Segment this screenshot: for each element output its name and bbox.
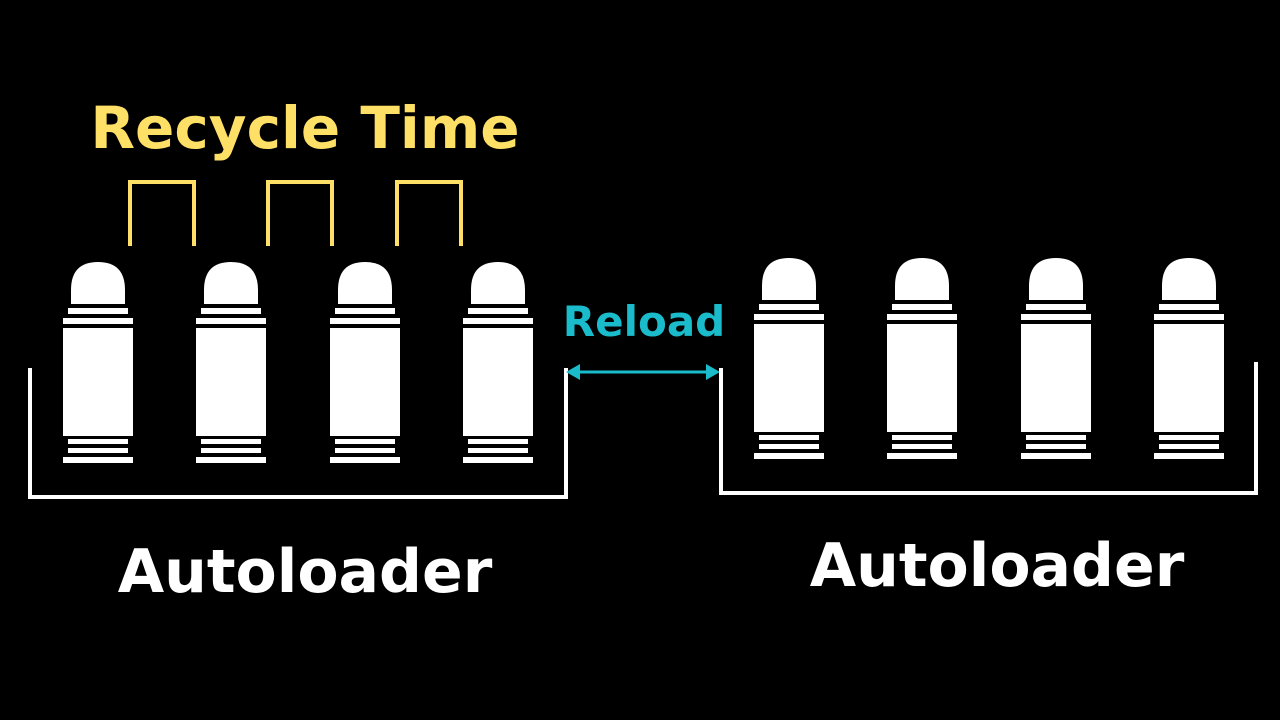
bullet-tip [204, 262, 258, 304]
recycle-bracket [128, 180, 196, 246]
bullet-ring [892, 444, 952, 449]
left-bullet [463, 262, 533, 463]
bullet-ring [1026, 435, 1086, 440]
bullet-tip [1029, 258, 1083, 300]
bullet-ring [201, 439, 261, 444]
bullet-shoulder [196, 318, 266, 324]
left-autoloader [28, 262, 568, 499]
bullet-shoulder [463, 318, 533, 324]
bullet-neck [759, 304, 819, 310]
bullet-case [196, 328, 266, 436]
bullet-ring [335, 439, 395, 444]
bullet-tip [71, 262, 125, 304]
right-bullet [887, 258, 957, 459]
right-autoloader-label: Autoloader [810, 531, 1185, 601]
bullet-ring [68, 448, 128, 453]
bullet-ring [1159, 435, 1219, 440]
bullet-neck [201, 308, 261, 314]
bullet-ring [468, 439, 528, 444]
bullet-case [1021, 324, 1091, 432]
reload-arrow-left-head [566, 364, 580, 380]
bullet-rim [196, 457, 266, 463]
left-bullet [196, 262, 266, 463]
bullet-rim [1154, 453, 1224, 459]
bullet-tip [338, 262, 392, 304]
bullet-tip [471, 262, 525, 304]
right-bullet [754, 258, 824, 459]
recycle-time-title: Recycle Time [90, 94, 519, 162]
right-bullets [754, 258, 1224, 459]
bullet-neck [1159, 304, 1219, 310]
bullet-ring [759, 435, 819, 440]
bullet-case [63, 328, 133, 436]
bullet-ring [468, 448, 528, 453]
bullet-shoulder [330, 318, 400, 324]
right-bullet [1154, 258, 1224, 459]
bullet-shoulder [1021, 314, 1091, 320]
left-tray [28, 368, 568, 499]
bullet-rim [887, 453, 957, 459]
bullet-ring [759, 444, 819, 449]
reload-group: Reload [563, 297, 725, 380]
bullet-case [463, 328, 533, 436]
left-autoloader-label: Autoloader [118, 537, 493, 607]
bullet-neck [468, 308, 528, 314]
bullet-tip [1162, 258, 1216, 300]
bullet-ring [201, 448, 261, 453]
bullet-neck [68, 308, 128, 314]
reload-arrow-right-head [706, 364, 720, 380]
bullet-rim [754, 453, 824, 459]
bullet-neck [1026, 304, 1086, 310]
bullet-case [1154, 324, 1224, 432]
bullet-shoulder [1154, 314, 1224, 320]
right-bullet [1021, 258, 1091, 459]
left-bullet [63, 262, 133, 463]
bullet-rim [1021, 453, 1091, 459]
bullet-neck [892, 304, 952, 310]
bullet-tip [762, 258, 816, 300]
recycle-bracket [395, 180, 463, 246]
left-bullets [63, 262, 533, 463]
right-tray [719, 362, 1258, 495]
bullet-ring [1159, 444, 1219, 449]
bullet-shoulder [887, 314, 957, 320]
reload-label: Reload [563, 297, 725, 346]
recycle-bracket [266, 180, 334, 246]
left-bullet [330, 262, 400, 463]
bullet-shoulder [63, 318, 133, 324]
bullet-tip [895, 258, 949, 300]
bullet-rim [463, 457, 533, 463]
bullet-ring [335, 448, 395, 453]
bullet-neck [335, 308, 395, 314]
bullet-ring [892, 435, 952, 440]
bullet-ring [68, 439, 128, 444]
bullet-case [754, 324, 824, 432]
bullet-ring [1026, 444, 1086, 449]
bullet-shoulder [754, 314, 824, 320]
bullet-rim [330, 457, 400, 463]
bullet-rim [63, 457, 133, 463]
bullet-case [330, 328, 400, 436]
recycle-brackets [128, 180, 463, 246]
right-autoloader [719, 258, 1258, 495]
bullet-case [887, 324, 957, 432]
